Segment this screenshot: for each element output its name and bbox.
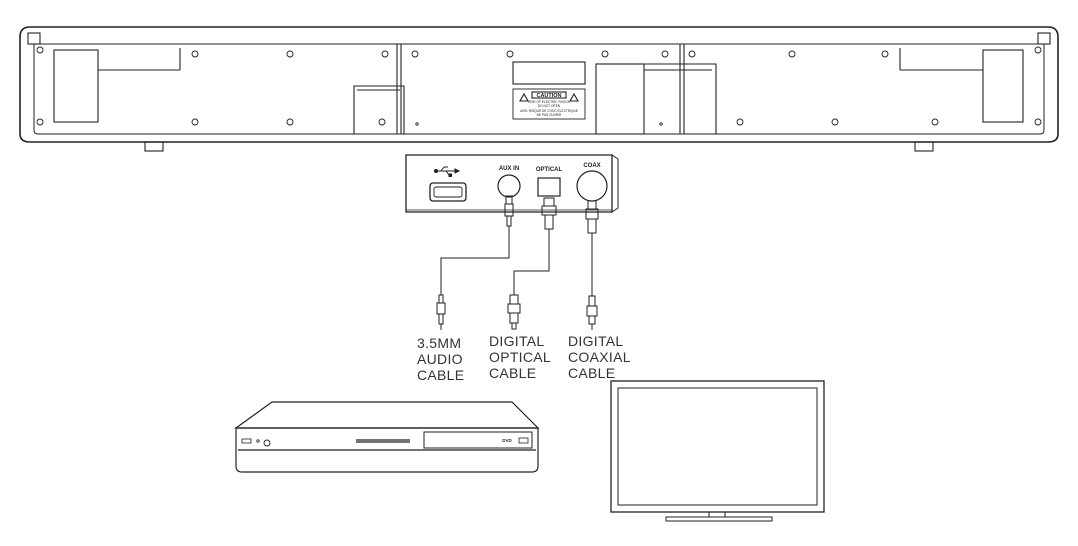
coaxial-cable-line-1: DIGITAL	[568, 333, 624, 349]
caution-line-2: DO NOT OPEN	[538, 104, 561, 108]
caution-line-3: AVIS: RISQUE DE CHOC ELECTRIQUE	[520, 109, 578, 113]
coax-plug-top	[585, 200, 599, 238]
usb-port[interactable]	[429, 182, 467, 202]
optical-cable-line-3: CABLE	[489, 365, 536, 381]
cable-lines	[440, 232, 593, 296]
coaxial-cable-line-3: CABLE	[568, 365, 615, 381]
coaxial-cable-line-2: COAXIAL	[568, 349, 631, 365]
dvd-logo: DVD	[502, 438, 512, 443]
coax-port[interactable]	[576, 170, 608, 202]
optical-cable-line-2: OPTICAL	[489, 349, 551, 365]
audio-cable-label: 3.5MM AUDIO CABLE	[417, 335, 464, 383]
optical-cable-line-1: DIGITAL	[489, 333, 545, 349]
optical-label: OPTICAL	[536, 167, 563, 173]
television	[610, 380, 825, 522]
aux-in-port[interactable]	[497, 174, 521, 198]
coax-label: COAX	[583, 163, 600, 169]
coaxial-cable-label: DIGITAL COAXIAL CABLE	[568, 333, 631, 381]
optical-cable-label: DIGITAL OPTICAL CABLE	[489, 333, 551, 381]
caution-title: CAUTION	[536, 93, 561, 99]
usb-icon	[434, 166, 461, 177]
coax-plug-bottom	[586, 295, 598, 330]
aux-plug-bottom	[436, 294, 446, 330]
optical-plug-top	[541, 197, 557, 232]
caution-line-1: RISK OF ELECTRIC SHOCK	[528, 100, 570, 104]
aux-plug-top	[504, 195, 514, 232]
connector-panel: AUX IN OPTICAL COAX	[405, 154, 619, 213]
audio-cable-line-1: 3.5MM	[417, 335, 461, 351]
optical-plug-bottom	[507, 294, 521, 330]
soundbar-screws	[36, 46, 1042, 126]
soundbar: CAUTION RISK OF ELECTRIC SHOCK DO NOT OP…	[19, 26, 1059, 152]
caution-line-4: NE PAS OUVRIR	[537, 113, 562, 117]
audio-cable-line-3: CABLE	[417, 367, 464, 383]
dvd-player: DVD	[234, 401, 540, 473]
aux-in-label: AUX IN	[499, 166, 519, 172]
audio-cable-line-2: AUDIO	[417, 351, 463, 367]
optical-port[interactable]	[537, 177, 561, 197]
